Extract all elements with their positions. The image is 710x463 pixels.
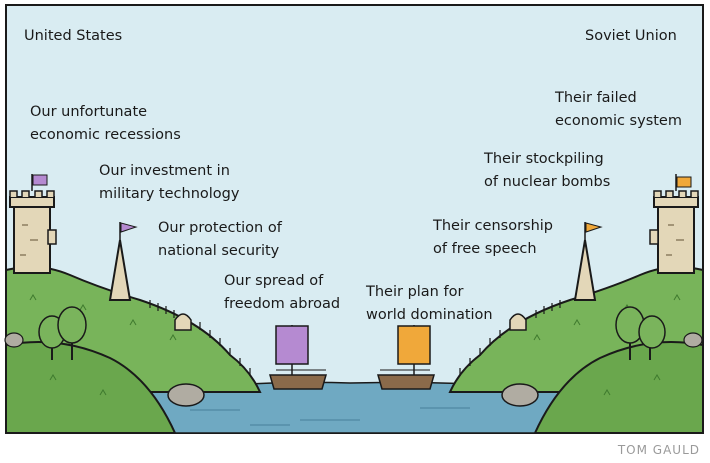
- right-ship: [377, 325, 435, 390]
- right-castle-tower: [649, 174, 699, 274]
- left-tower-flag: [32, 174, 48, 186]
- left-label-freedom-abroad: Our spread of freedom abroad: [224, 273, 341, 312]
- right-label-censorship: Their censorship of free speech: [433, 218, 554, 257]
- left-rock: [167, 383, 205, 407]
- left-trees: [38, 306, 87, 360]
- right-ship-sail: [397, 325, 431, 365]
- left-spire: [108, 222, 138, 301]
- left-label-military-tech: Our investment in military technology: [99, 163, 240, 202]
- right-trees: [615, 306, 666, 360]
- right-hut: [509, 313, 527, 331]
- right-label-nuclear-bombs: Their stockpiling of nuclear bombs: [484, 151, 611, 190]
- left-ship-sail: [275, 325, 309, 365]
- artist-credit: TOM GAULD: [617, 443, 700, 457]
- left-castle-tower: [9, 174, 57, 274]
- country-label-right: Soviet Union: [585, 28, 677, 44]
- right-tower-flag: [676, 176, 692, 188]
- right-label-economic-system: Their failed economic system: [555, 90, 682, 129]
- left-ship: [269, 325, 327, 390]
- left-hut: [174, 313, 192, 331]
- right-rock: [501, 383, 539, 407]
- left-label-recessions: Our unfortunate economic recessions: [30, 104, 181, 143]
- right-foreground-hill: [533, 341, 704, 434]
- right-spire: [573, 222, 603, 301]
- left-label-national-security: Our protection of national security: [158, 220, 282, 259]
- right-label-world-domination: Their plan for world domination: [366, 284, 493, 323]
- country-label-left: United States: [24, 28, 123, 44]
